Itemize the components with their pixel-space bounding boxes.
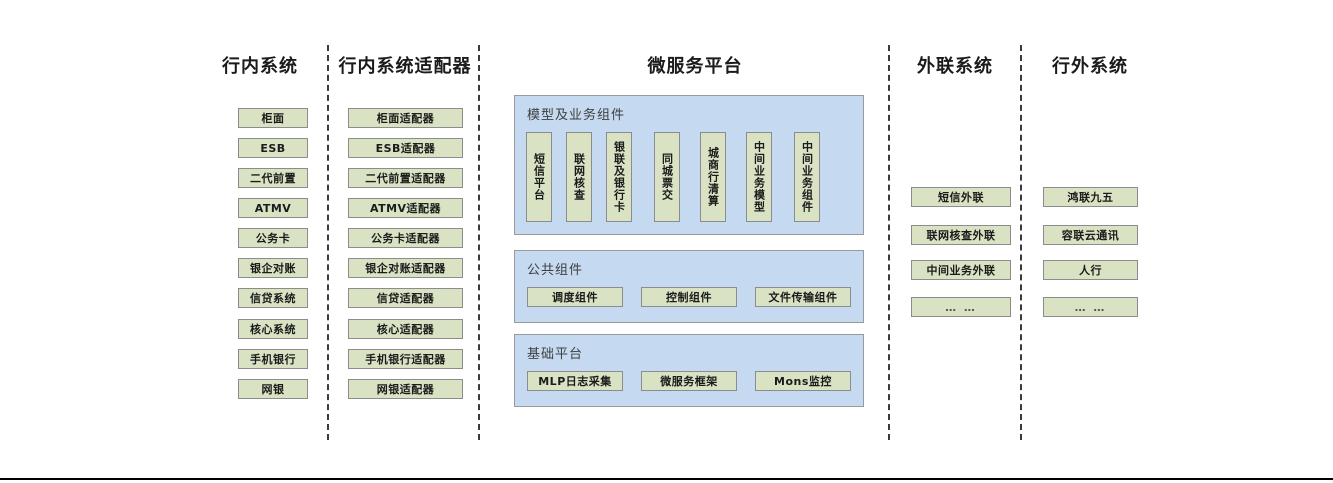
node-model-component[interactable]: 银联及银行卡 — [606, 132, 632, 222]
node-out-bank-system[interactable]: 容联云通讯 — [1043, 225, 1138, 245]
node-in-bank-adapter[interactable]: 二代前置适配器 — [348, 168, 463, 188]
node-in-bank-system[interactable]: 银企对账 — [238, 258, 308, 278]
panel-title-base-platform: 基础平台 — [527, 347, 584, 362]
node-model-component[interactable]: 中间业务模型 — [746, 132, 772, 222]
node-public-component[interactable]: 文件传输组件 — [755, 287, 851, 307]
node-model-component[interactable]: 同城票交 — [654, 132, 680, 222]
node-model-component[interactable]: 城商行清算 — [700, 132, 726, 222]
node-model-component[interactable]: 短信平台 — [526, 132, 552, 222]
panel-base-platform — [514, 334, 864, 407]
node-in-bank-system[interactable]: 核心系统 — [238, 319, 308, 339]
node-model-component-label: 中间业务模型 — [752, 141, 766, 213]
node-out-bank-system[interactable]: 人行 — [1043, 260, 1138, 280]
node-in-bank-system[interactable]: ESB — [238, 138, 308, 158]
divider-systems-adapters — [327, 45, 329, 440]
node-public-component[interactable]: 调度组件 — [527, 287, 623, 307]
divider-external-outbank — [1020, 45, 1022, 440]
column-title-in-bank-adapters: 行内系统适配器 — [338, 56, 472, 77]
column-title-out-bank-systems: 行外系统 — [1052, 56, 1128, 77]
node-in-bank-adapter[interactable]: 核心适配器 — [348, 319, 463, 339]
page-bottom-rule — [0, 478, 1333, 480]
node-out-bank-system-more[interactable]: … … — [1043, 297, 1138, 317]
node-in-bank-adapter[interactable]: ATMV适配器 — [348, 198, 463, 218]
node-external-link-system[interactable]: 中间业务外联 — [911, 260, 1011, 280]
divider-platform-external — [888, 45, 890, 440]
column-title-external-link-systems: 外联系统 — [917, 56, 993, 77]
node-external-link-system[interactable]: 联网核查外联 — [911, 225, 1011, 245]
node-in-bank-system[interactable]: 公务卡 — [238, 228, 308, 248]
node-model-component-label: 同城票交 — [660, 153, 674, 201]
node-out-bank-system[interactable]: 鸿联九五 — [1043, 187, 1138, 207]
node-in-bank-adapter[interactable]: 网银适配器 — [348, 379, 463, 399]
node-in-bank-system[interactable]: ATMV — [238, 198, 308, 218]
node-in-bank-system[interactable]: 柜面 — [238, 108, 308, 128]
node-in-bank-adapter[interactable]: 银企对账适配器 — [348, 258, 463, 278]
node-external-link-system[interactable]: 短信外联 — [911, 187, 1011, 207]
node-in-bank-adapter[interactable]: 柜面适配器 — [348, 108, 463, 128]
node-in-bank-system[interactable]: 手机银行 — [238, 349, 308, 369]
node-in-bank-system[interactable]: 网银 — [238, 379, 308, 399]
node-in-bank-adapter[interactable]: 公务卡适配器 — [348, 228, 463, 248]
divider-adapters-platform — [478, 45, 480, 440]
node-model-component[interactable]: 联网核查 — [566, 132, 592, 222]
panel-title-public-components: 公共组件 — [527, 263, 584, 278]
node-in-bank-adapter[interactable]: ESB适配器 — [348, 138, 463, 158]
node-model-component-label: 联网核查 — [572, 153, 586, 201]
panel-title-model-business-components: 模型及业务组件 — [527, 108, 626, 123]
node-in-bank-adapter[interactable]: 信贷适配器 — [348, 288, 463, 308]
node-external-link-system-more[interactable]: … … — [911, 297, 1011, 317]
column-title-microservice-platform: 微服务平台 — [647, 56, 743, 77]
node-model-component-label: 中间业务组件 — [800, 141, 814, 213]
node-in-bank-system[interactable]: 二代前置 — [238, 168, 308, 188]
node-model-component-label: 银联及银行卡 — [612, 141, 626, 213]
node-model-component-label: 短信平台 — [532, 153, 546, 201]
column-title-in-bank-systems: 行内系统 — [222, 56, 298, 77]
node-public-component[interactable]: 控制组件 — [641, 287, 737, 307]
node-model-component-label: 城商行清算 — [706, 147, 720, 207]
node-base-platform-component[interactable]: MLP日志采集 — [527, 371, 623, 391]
panel-public-components — [514, 250, 864, 323]
node-base-platform-component[interactable]: 微服务框架 — [641, 371, 737, 391]
node-model-component[interactable]: 中间业务组件 — [794, 132, 820, 222]
node-base-platform-component[interactable]: Mons监控 — [755, 371, 851, 391]
node-in-bank-adapter[interactable]: 手机银行适配器 — [348, 349, 463, 369]
node-in-bank-system[interactable]: 信贷系统 — [238, 288, 308, 308]
